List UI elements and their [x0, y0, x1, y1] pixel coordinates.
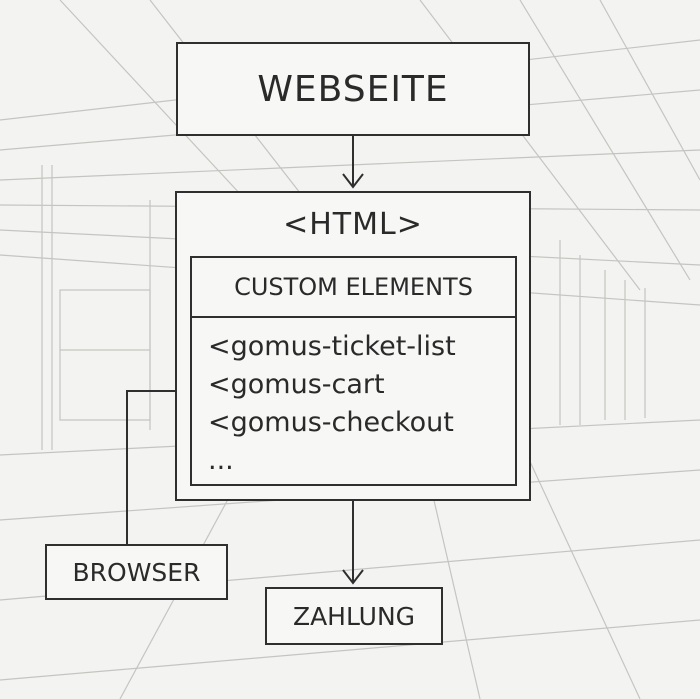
node-html-label: <HTML>	[283, 207, 423, 242]
custom-element-item: <gomus-cart	[208, 369, 385, 400]
node-zahlung-label: ZAHLUNG	[292, 601, 416, 631]
node-zahlung: ZAHLUNG	[265, 587, 443, 645]
node-browser-label: BROWSER	[72, 557, 201, 587]
node-custom-elements: CUSTOM ELEMENTS <gomus-ticket-list <gomu…	[190, 256, 517, 486]
custom-element-item: ...	[208, 445, 234, 476]
node-browser: BROWSER	[45, 544, 228, 600]
node-webseite-label: WEBSEITE	[257, 68, 449, 110]
custom-elements-list: <gomus-ticket-list <gomus-cart <gomus-ch…	[208, 328, 507, 480]
node-webseite: WEBSEITE	[176, 42, 530, 136]
custom-element-item: <gomus-checkout	[208, 407, 454, 438]
custom-elements-header: CUSTOM ELEMENTS	[192, 258, 515, 318]
custom-element-item: <gomus-ticket-list	[208, 331, 456, 362]
